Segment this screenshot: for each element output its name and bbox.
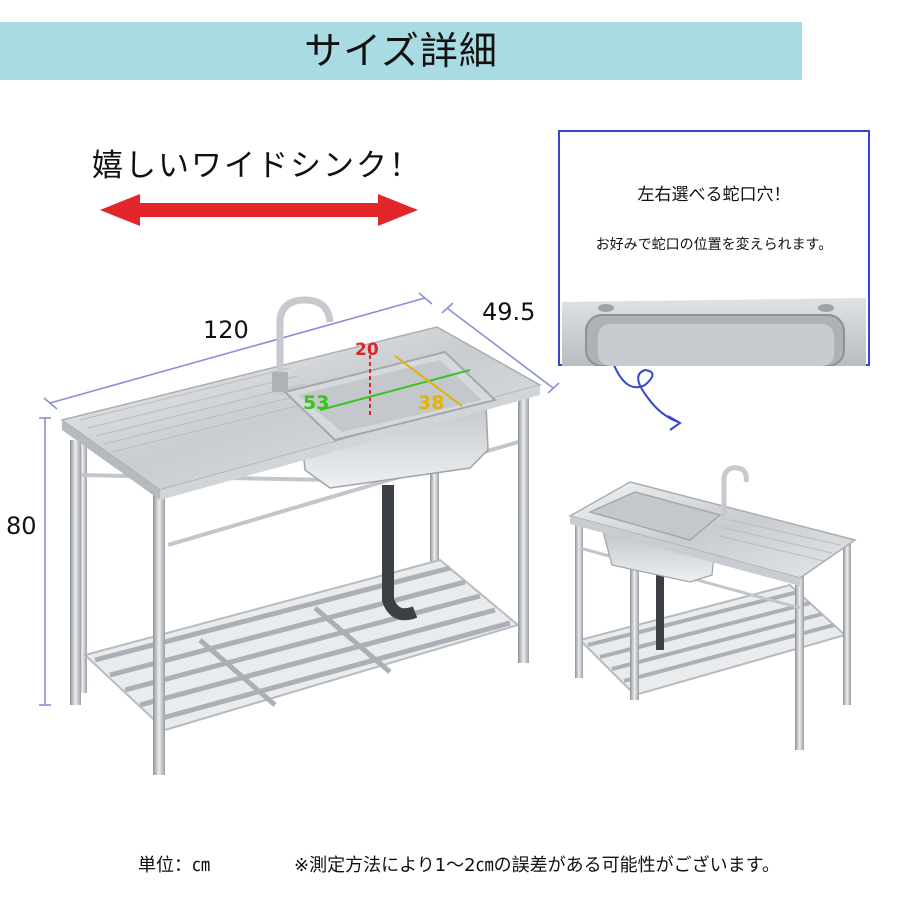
basin-width-label: 53 (303, 392, 330, 414)
faucet-hole-callout: 左右選べる蛇口穴！ お好みで蛇口の位置を変えられます。 (558, 130, 870, 366)
main-sink (60, 296, 542, 775)
page-title: サイズ詳細 (304, 29, 498, 73)
depth-dimension-label: 49.5 (482, 298, 536, 326)
measurement-tolerance-note: ※測定方法により1～2㎝の誤差がある可能性がございます。 (294, 855, 780, 876)
callout-closeup-illustration (562, 298, 866, 366)
callout-title: 左右選べる蛇口穴！ (637, 185, 791, 205)
header-banner (0, 22, 802, 80)
unit-note: 単位：㎝ (138, 855, 210, 876)
basin-depth-label: 20 (355, 340, 379, 360)
callout-curve-arrow (611, 359, 682, 431)
red-width-arrow (100, 194, 418, 226)
basin-length-label: 38 (418, 392, 445, 414)
width-dimension-label: 120 (203, 316, 249, 344)
dimension-lines (39, 292, 560, 706)
callout-subtitle: お好みで蛇口の位置を変えられます。 (595, 237, 833, 253)
wide-sink-tagline: 嬉しいワイドシンク！ (92, 148, 422, 184)
basin-measure-lines (319, 355, 471, 418)
height-dimension-label: 80 (6, 512, 37, 540)
small-sink-view (568, 465, 857, 750)
